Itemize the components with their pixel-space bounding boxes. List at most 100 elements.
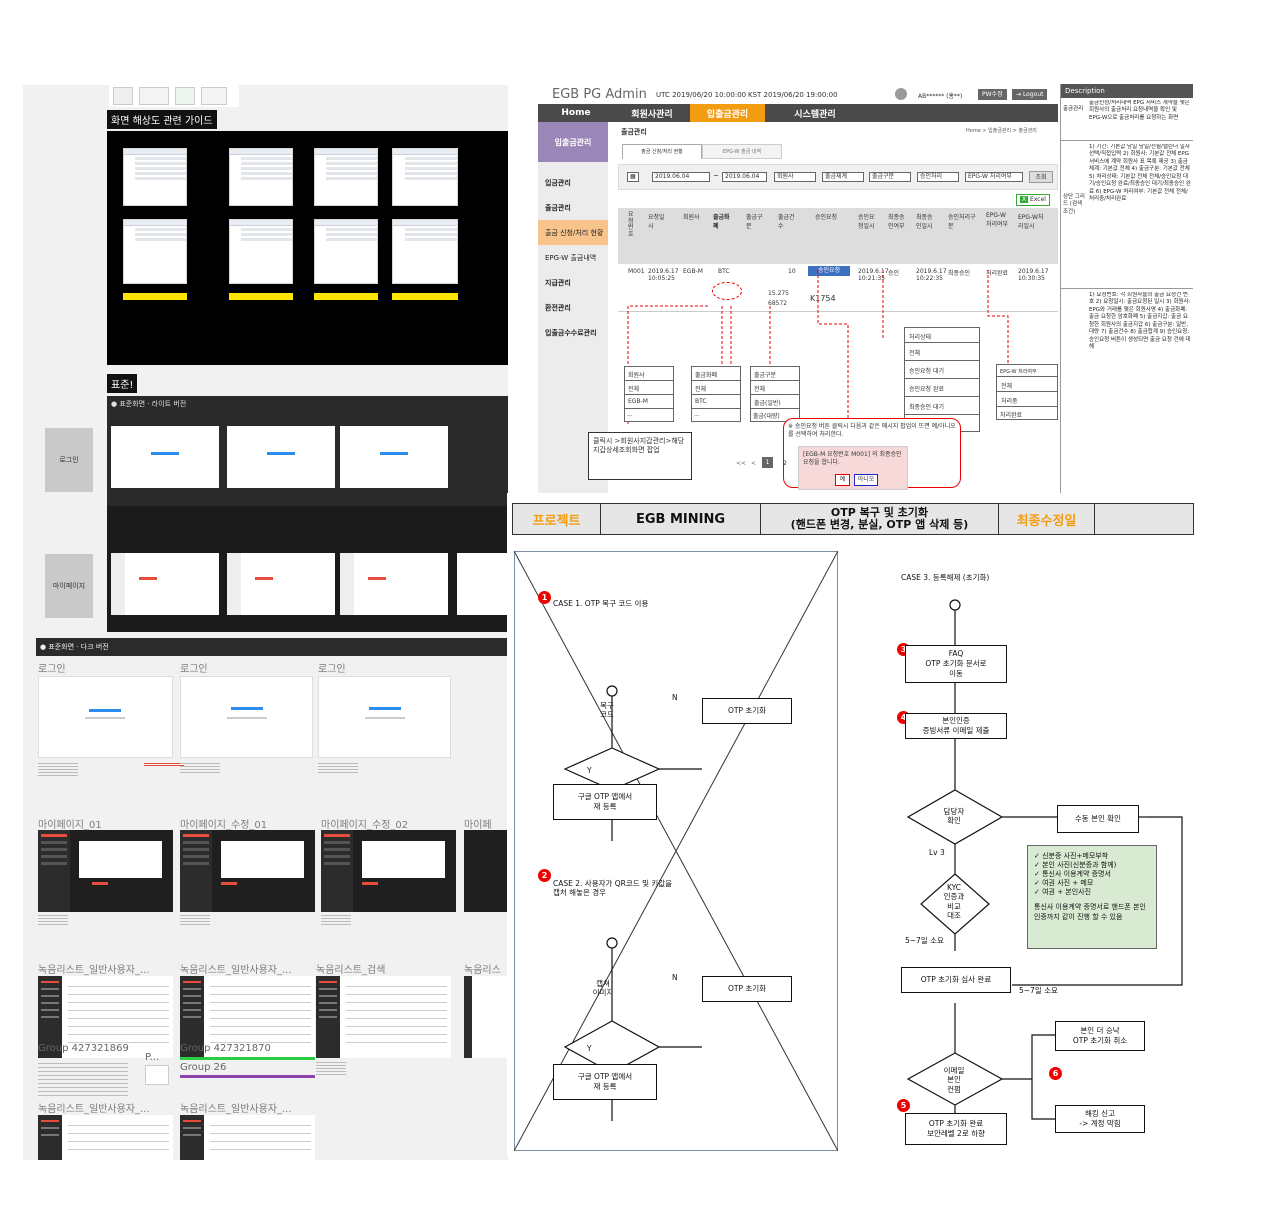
frame-title[interactable]: 녹음리스 (464, 965, 501, 976)
box-otp-reset-1: OTP 초기화 (702, 698, 792, 724)
dropdown-option[interactable]: 처리완료 (1000, 412, 1023, 419)
dropdown-option[interactable]: ... (694, 411, 700, 418)
col-header: EPG-W처리여부 (986, 212, 1009, 228)
dropdown-option[interactable]: 승인요청 대기 (905, 361, 979, 379)
filter-status[interactable]: 승인처리 (917, 172, 959, 182)
login-frame[interactable] (180, 676, 313, 758)
decision-recovery-code: 복구 코드 (600, 701, 614, 720)
sidebar-item-payout[interactable]: 지급관리 (545, 279, 571, 287)
dropdown-option[interactable]: 전체 (997, 377, 1057, 392)
frame-title[interactable]: 로그인 (318, 664, 346, 675)
frame-title[interactable]: 녹음리스트_일반사용자_... (38, 965, 150, 976)
dropdown-option[interactable]: ... (627, 411, 633, 418)
list-frame[interactable] (38, 1115, 173, 1160)
pw-change-button[interactable]: PW수정 (978, 89, 1007, 100)
section-dark-header: ● 표준화면 · 다크 버전 (36, 638, 508, 656)
date-from-input[interactable]: 2019.06.04 (652, 172, 710, 182)
filter-type[interactable]: 출금구분 (869, 172, 911, 182)
dropdown-option[interactable]: 처리상태 (905, 328, 979, 343)
nav-member[interactable]: 회원사관리 (631, 109, 673, 120)
header-modified: 최종수정일 (999, 504, 1095, 534)
frame-title[interactable]: 녹음리스트_검색 (316, 965, 386, 976)
list-frame[interactable] (38, 976, 173, 1058)
dropdown-option[interactable]: 처리중 (997, 392, 1057, 407)
sidebar-item-withdraw-status[interactable]: 출금 신청/처리 현황 (538, 220, 608, 245)
dropdown-option[interactable]: BTC (692, 395, 740, 409)
dropdown-option[interactable]: EPG-W 처리여부 (997, 365, 1057, 377)
nav-system[interactable]: 시스템관리 (794, 109, 836, 120)
page-1[interactable]: 1 (762, 457, 773, 468)
frame-title[interactable]: 로그인 (180, 664, 208, 675)
filter-member[interactable]: 회원사 (774, 172, 816, 182)
dropdown-option[interactable]: 출금(대량) (753, 413, 780, 420)
sidebar-item-exchange[interactable]: 환전관리 (545, 304, 571, 312)
sidebar-item-withdraw[interactable]: 출금관리 (545, 204, 571, 212)
group-label-tail[interactable]: P... (145, 1052, 160, 1063)
tab-withdraw-status[interactable]: 출금 신청/처리 현황 (622, 144, 702, 159)
dropdown-option[interactable]: 출금(일반) (751, 395, 799, 409)
dropdown-option[interactable]: 회원사 (625, 367, 673, 381)
logout-button[interactable]: ⇥ Logout (1012, 89, 1048, 100)
yes-button[interactable]: 예 (835, 474, 850, 486)
filter-epgw[interactable]: EPG-W 처리여부 (965, 172, 1023, 182)
dropdown-option[interactable]: 승인요청 완료 (905, 379, 979, 397)
sidebar-item-deposit[interactable]: 입금관리 (545, 179, 571, 187)
filter-system[interactable]: 출금체계 (822, 172, 864, 182)
dropdown-option[interactable]: 전체 (692, 381, 740, 395)
user-name: AB****** (홍**) (918, 93, 963, 100)
sidebar-item-fee[interactable]: 입출금수수료관리 (545, 329, 597, 337)
sidebar-item-epgw[interactable]: EPG-W 출금내역 (545, 254, 597, 262)
approve-request-button[interactable]: 승인요청 (808, 266, 850, 276)
guide-thumb (392, 219, 458, 284)
member-dropdown[interactable]: 회원사 전체 EGB-M ... (624, 366, 674, 422)
dropdown-option[interactable]: 전체 (751, 381, 799, 395)
nav-deposit-withdraw[interactable]: 입출금관리 (690, 104, 765, 122)
dropdown-option[interactable]: EGB-M (625, 395, 673, 409)
dropdown-option[interactable]: 출금화폐 (692, 367, 740, 381)
frame-title[interactable]: 녹음리스트_일반사용자_... (180, 965, 292, 976)
frame-title[interactable]: 마이페이지_01 (38, 820, 102, 831)
group-label[interactable]: Group 26 (180, 1062, 227, 1073)
mypage-frame[interactable] (180, 830, 315, 912)
frame-title[interactable]: 마이페이지_수정_02 (321, 820, 409, 831)
tab-epgw[interactable]: EPG-W 출금 내역 (702, 144, 782, 159)
coin-dropdown[interactable]: 출금화폐 전체 BTC ... (691, 366, 741, 422)
date-to-input[interactable]: 2019.06.04 (722, 172, 767, 182)
list-frame[interactable] (180, 1115, 315, 1160)
list-frame[interactable] (316, 976, 451, 1058)
type-dropdown[interactable]: 출금구분 전체 출금(일반) 출금(대량) (750, 366, 800, 422)
decision-capture: 캡쳐 이미지 (592, 979, 614, 998)
list-frame[interactable] (180, 976, 315, 1058)
dropdown-option[interactable]: 출금구분 (751, 367, 799, 381)
status-dropdown[interactable]: 처리상태 전체 승인요청 대기 승인요청 완료 최종승인 대기 최종승인 완료 (904, 327, 980, 432)
page-first[interactable]: << (736, 460, 747, 467)
search-button[interactable]: 조회 (1029, 171, 1053, 183)
cell: BTC (718, 268, 730, 275)
epgw-dropdown[interactable]: EPG-W 처리여부 전체 처리중 처리완료 (996, 364, 1058, 420)
group-label[interactable]: Group 427321869 (38, 1043, 129, 1054)
confirm-popup: [EGB-M 요청번호 M001] 의 최종승인 요청을 합니다. (798, 446, 908, 490)
login-frame[interactable] (38, 676, 173, 758)
nav-home[interactable]: Home (561, 108, 591, 118)
frame-title[interactable]: 마이페이지_수정_01 (180, 820, 268, 831)
list-frame[interactable] (464, 976, 508, 1058)
dropdown-option[interactable]: 전체 (905, 343, 979, 361)
mypage-frame[interactable] (321, 830, 456, 912)
excel-button[interactable]: X Excel (1016, 194, 1050, 206)
frame-title[interactable]: 녹음리스트_일반사용자_... (38, 1104, 150, 1115)
page-2[interactable]: 2 (783, 460, 787, 467)
dropdown-option[interactable]: 전체 (625, 381, 673, 395)
table-row[interactable]: M001 2019.6.17 10:05:25 EGB-M BTC 10 승인요… (618, 264, 1058, 312)
group-label[interactable]: Group 427321870 (180, 1043, 271, 1054)
frame-title[interactable]: 녹음리스트_일반사용자_... (180, 1104, 292, 1115)
mypage-frame[interactable] (38, 830, 173, 912)
page-prev[interactable]: < (751, 460, 757, 467)
login-frame[interactable] (318, 676, 451, 758)
dropdown-option[interactable]: 최종승인 대기 (905, 397, 979, 415)
frame-title[interactable]: 로그인 (38, 664, 66, 675)
admin-brand[interactable]: EGB PG Admin (552, 87, 647, 102)
no-button[interactable]: 아니오 (854, 474, 878, 486)
frame-title[interactable]: 마이페 (464, 820, 492, 831)
mypage-frame[interactable] (464, 830, 508, 912)
calendar-icon[interactable]: ▦ (627, 172, 639, 182)
